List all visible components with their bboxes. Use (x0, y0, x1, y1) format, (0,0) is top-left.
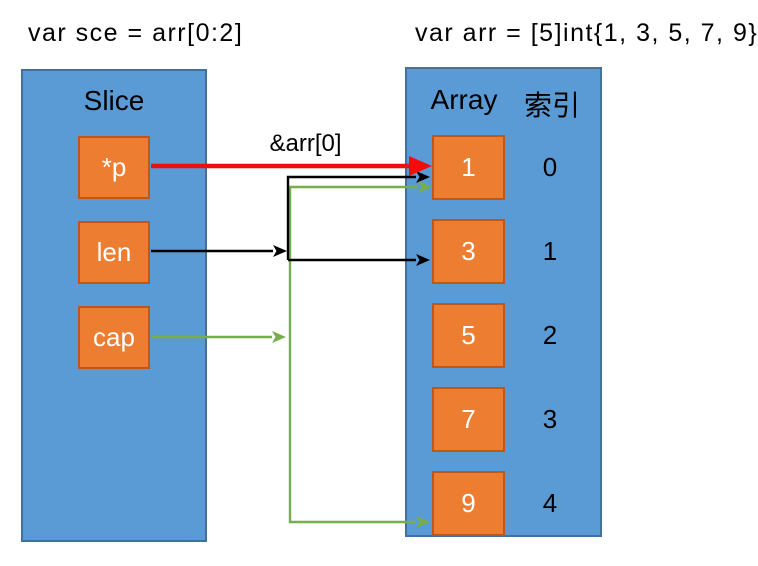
slice-field-pointer-label: *p (101, 152, 127, 182)
array-cell-3-value: 7 (461, 404, 476, 434)
index-column-header: 索引 (523, 90, 580, 121)
slice-field-pointer: *p (78, 136, 150, 199)
slice-field-len: len (78, 221, 150, 284)
slice-declaration-text: var sce = arr[0:2] (28, 19, 244, 47)
slice-panel-title: Slice (83, 85, 145, 116)
array-index-4: 4 (542, 488, 558, 518)
slice-field-cap-label: cap (93, 322, 135, 352)
slice-field-len-label: len (96, 237, 132, 267)
array-index-1: 1 (542, 236, 558, 266)
array-cell-1: 3 (432, 219, 505, 284)
array-index-2: 2 (542, 320, 558, 350)
array-cell-0-value: 1 (461, 152, 476, 182)
array-panel-title: Array (430, 84, 498, 115)
array-cell-4: 9 (432, 471, 505, 536)
array-cell-2-value: 5 (461, 320, 476, 350)
pointer-arrow-label: &arr[0] (269, 130, 342, 157)
array-cell-1-value: 3 (461, 236, 476, 266)
array-index-0: 0 (542, 152, 558, 182)
array-cell-0: 1 (432, 135, 505, 200)
array-cell-3: 7 (432, 387, 505, 452)
array-index-3: 3 (542, 404, 558, 434)
array-declaration-text: var arr = [5]int{1, 3, 5, 7, 9} (415, 19, 758, 47)
array-cell-2: 5 (432, 303, 505, 368)
array-cell-4-value: 9 (461, 488, 476, 518)
slice-field-cap: cap (78, 306, 150, 369)
